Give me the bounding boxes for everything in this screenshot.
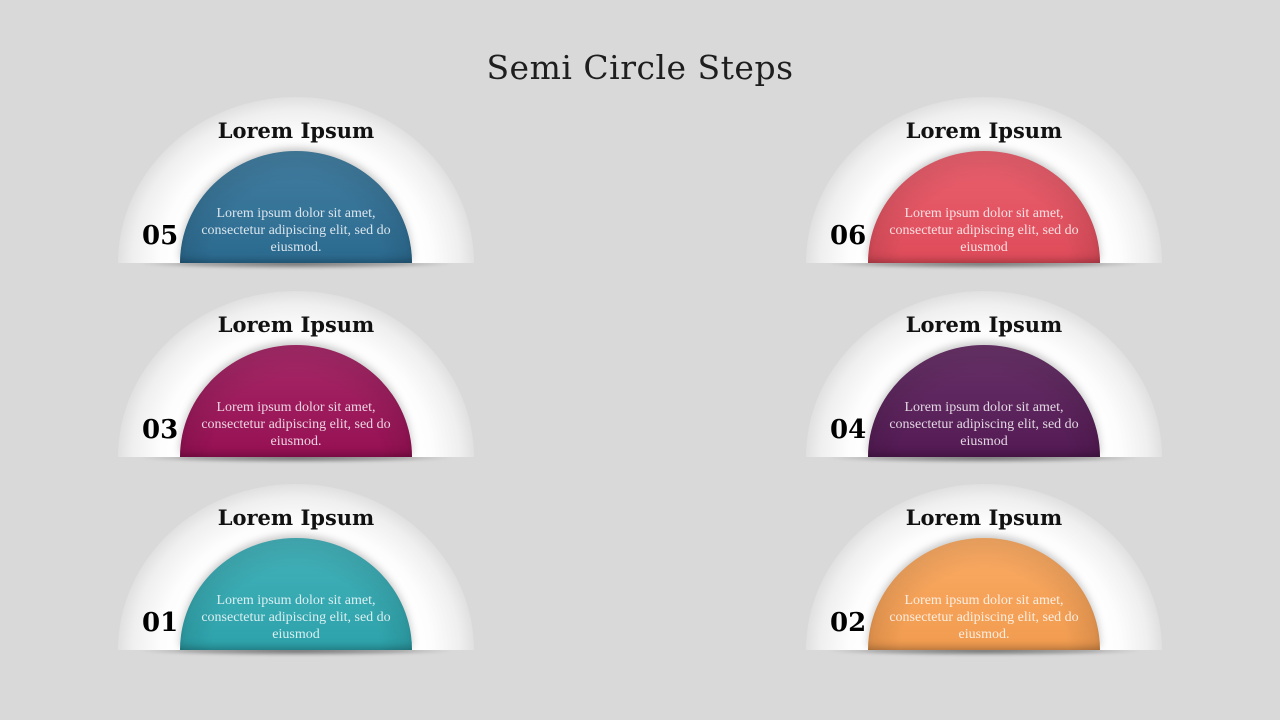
step-card-06: Lorem Ipsum Lorem ipsum dolor sit amet, … [782, 97, 1186, 271]
step-number: 01 [142, 608, 179, 638]
inner-semicircle: Lorem ipsum dolor sit amet, consectetur … [180, 151, 412, 263]
step-number: 03 [142, 415, 179, 445]
step-card-01: Lorem Ipsum Lorem ipsum dolor sit amet, … [94, 484, 498, 658]
step-heading: Lorem Ipsum [905, 118, 1063, 143]
step-heading: Lorem Ipsum [905, 505, 1063, 530]
outer-semicircle: Lorem Ipsum Lorem ipsum dolor sit amet, … [806, 97, 1162, 263]
slide-title: Semi Circle Steps [486, 48, 794, 87]
inner-semicircle: Lorem ipsum dolor sit amet, consectetur … [868, 151, 1100, 263]
inner-semicircle: Lorem ipsum dolor sit amet, consectetur … [868, 538, 1100, 650]
step-number: 04 [830, 415, 867, 445]
outer-semicircle: Lorem Ipsum Lorem ipsum dolor sit amet, … [118, 484, 474, 650]
step-number: 06 [830, 221, 867, 251]
step-heading: Lorem Ipsum [217, 118, 375, 143]
inner-semicircle: Lorem ipsum dolor sit amet, consectetur … [868, 345, 1100, 457]
step-description: Lorem ipsum dolor sit amet, consectetur … [201, 206, 391, 255]
inner-semicircle: Lorem ipsum dolor sit amet, consectetur … [180, 345, 412, 457]
step-card-04: Lorem Ipsum Lorem ipsum dolor sit amet, … [782, 291, 1186, 465]
step-heading: Lorem Ipsum [217, 505, 375, 530]
step-description: Lorem ipsum dolor sit amet, consectetur … [201, 400, 391, 449]
step-card-02: Lorem Ipsum Lorem ipsum dolor sit amet, … [782, 484, 1186, 658]
outer-semicircle: Lorem Ipsum Lorem ipsum dolor sit amet, … [806, 484, 1162, 650]
step-description: Lorem ipsum dolor sit amet, consectetur … [889, 593, 1079, 642]
outer-semicircle: Lorem Ipsum Lorem ipsum dolor sit amet, … [806, 291, 1162, 457]
outer-semicircle: Lorem Ipsum Lorem ipsum dolor sit amet, … [118, 97, 474, 263]
outer-semicircle: Lorem Ipsum Lorem ipsum dolor sit amet, … [118, 291, 474, 457]
step-description: Lorem ipsum dolor sit amet, consectetur … [889, 206, 1079, 255]
step-description: Lorem ipsum dolor sit amet, consectetur … [889, 400, 1079, 449]
step-heading: Lorem Ipsum [217, 312, 375, 337]
step-heading: Lorem Ipsum [905, 312, 1063, 337]
step-number: 05 [142, 221, 179, 251]
step-card-03: Lorem Ipsum Lorem ipsum dolor sit amet, … [94, 291, 498, 465]
step-number: 02 [830, 608, 867, 638]
step-card-05: Lorem Ipsum Lorem ipsum dolor sit amet, … [94, 97, 498, 271]
step-description: Lorem ipsum dolor sit amet, consectetur … [201, 593, 391, 642]
inner-semicircle: Lorem ipsum dolor sit amet, consectetur … [180, 538, 412, 650]
